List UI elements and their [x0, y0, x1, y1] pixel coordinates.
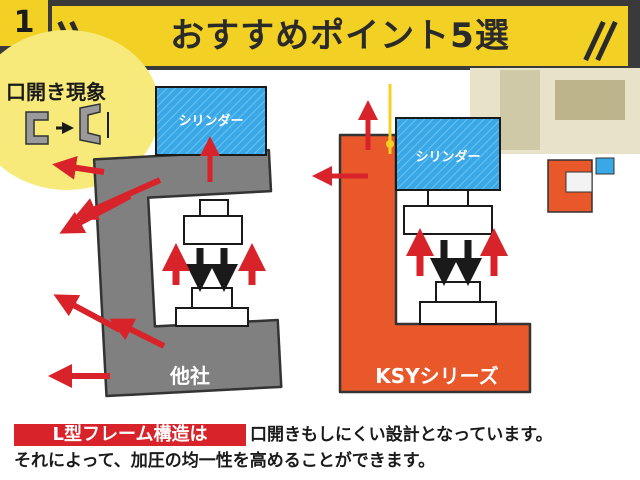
right-base-plate: [419, 301, 497, 325]
footer-line-1: 口開きもしにくい設計となっています。: [250, 425, 553, 445]
machine-photo-part: [500, 70, 540, 150]
callout-title: 口開き現象: [6, 80, 106, 104]
c-shape-icon-before: [25, 111, 49, 145]
left-ram-shaft: [199, 199, 229, 217]
left-ram-head: [183, 215, 243, 245]
right-frame-label: KSYシリーズ: [375, 364, 499, 388]
c-shape-icon-after: [79, 103, 101, 145]
left-deform-arrow-1: [52, 155, 105, 180]
right-ram-shaft: [427, 189, 469, 207]
right-workpiece: [435, 281, 481, 303]
footer-line-2: それによって、加圧の均一性を高めることができます。: [14, 451, 436, 471]
left-frame-label: 他社: [170, 364, 210, 388]
highlight-text: L型フレーム構造は: [14, 424, 246, 446]
page-title: おすすめポイント5選: [170, 16, 510, 56]
left-cylinder-label: シリンダー: [178, 114, 244, 129]
left-base-plate: [175, 307, 249, 327]
right-cylinder-label: シリンダー: [415, 150, 481, 165]
title-band: [52, 6, 628, 66]
right-ram-head: [403, 205, 493, 235]
right-cylinder: [395, 117, 501, 191]
machine-photo-part: [555, 80, 625, 120]
highlight-dot: [386, 140, 394, 148]
left-deform-arrow-5: [109, 318, 166, 349]
left-workpiece: [191, 287, 233, 309]
machine-icon: [547, 157, 615, 213]
left-deform-arrow-3: [59, 193, 132, 234]
